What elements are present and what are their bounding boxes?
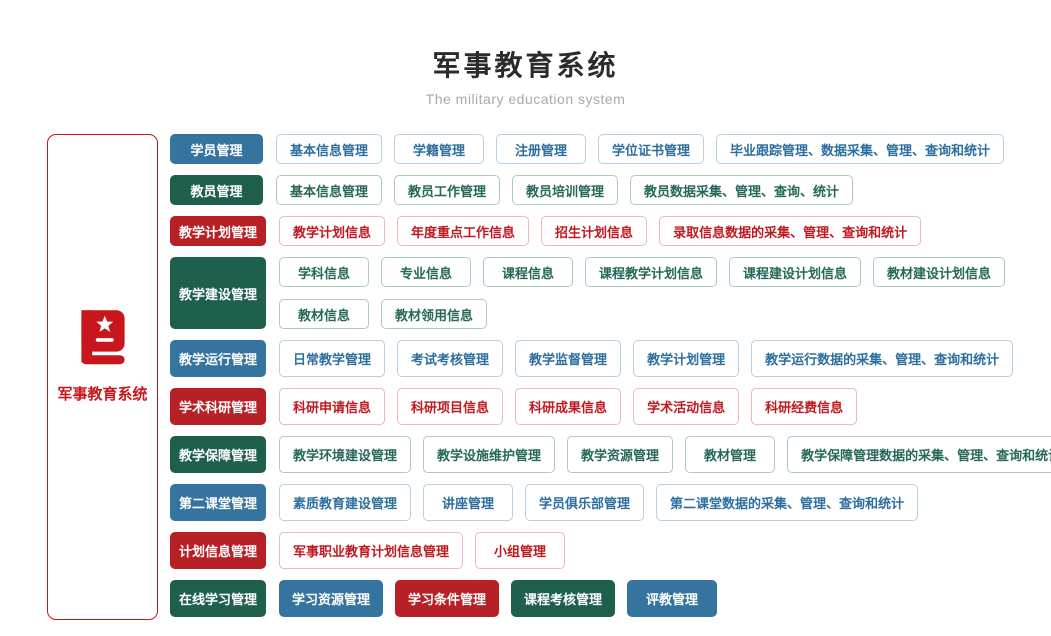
- category-button[interactable]: 学员管理: [170, 134, 263, 164]
- item-button[interactable]: 学习条件管理: [395, 580, 500, 617]
- item-button[interactable]: 军事职业教育计划信息管理: [279, 532, 464, 569]
- category-button[interactable]: 第二课堂管理: [170, 484, 267, 521]
- system-row: 教学建设管理学科信息专业信息课程信息课程教学计划信息课程建设计划信息教材建设计划…: [170, 257, 1051, 329]
- category-button[interactable]: 教员管理: [170, 175, 263, 205]
- system-row: 在线学习管理学习资源管理学习条件管理课程考核管理评教管理: [170, 580, 1051, 617]
- item-button[interactable]: 小组管理: [475, 532, 566, 569]
- item-button[interactable]: 学科信息: [279, 257, 370, 287]
- item-button[interactable]: 科研经费信息: [751, 388, 858, 425]
- category-items: 学习资源管理学习条件管理课程考核管理评教管理: [279, 580, 718, 617]
- items-line: 基本信息管理教员工作管理教员培训管理教员数据采集、管理、查询、统计: [276, 175, 854, 205]
- item-button[interactable]: 学位证书管理: [598, 134, 705, 164]
- item-button[interactable]: 考试考核管理: [397, 340, 504, 377]
- item-button[interactable]: 学员俱乐部管理: [525, 484, 645, 521]
- category-button[interactable]: 计划信息管理: [170, 532, 267, 569]
- item-button[interactable]: 基本信息管理: [276, 134, 383, 164]
- item-button[interactable]: 基本信息管理: [276, 175, 383, 205]
- item-button[interactable]: 学术活动信息: [633, 388, 740, 425]
- system-row: 教学保障管理教学环境建设管理教学设施维护管理教学资源管理教材管理教学保障管理数据…: [170, 436, 1051, 473]
- items-line: 学习资源管理学习条件管理课程考核管理评教管理: [279, 580, 718, 617]
- item-button[interactable]: 专业信息: [381, 257, 472, 287]
- item-button[interactable]: 评教管理: [627, 580, 718, 617]
- item-button[interactable]: 课程教学计划信息: [585, 257, 718, 287]
- item-button[interactable]: 第二课堂数据的采集、管理、查询和统计: [656, 484, 919, 521]
- rows-container: 学员管理基本信息管理学籍管理注册管理学位证书管理毕业跟踪管理、数据采集、管理、查…: [170, 134, 1051, 617]
- item-button[interactable]: 教学监督管理: [515, 340, 622, 377]
- item-button[interactable]: 教员数据采集、管理、查询、统计: [630, 175, 854, 205]
- item-button[interactable]: 素质教育建设管理: [279, 484, 412, 521]
- page-subtitle: The military education system: [425, 91, 626, 107]
- category-button[interactable]: 教学保障管理: [170, 436, 267, 473]
- system-row: 学术科研管理科研申请信息科研项目信息科研成果信息学术活动信息科研经费信息: [170, 388, 1051, 425]
- category-items: 军事职业教育计划信息管理小组管理: [279, 532, 566, 569]
- item-button[interactable]: 教材建设计划信息: [873, 257, 1006, 287]
- system-row: 第二课堂管理素质教育建设管理讲座管理学员俱乐部管理第二课堂数据的采集、管理、查询…: [170, 484, 1051, 521]
- category-items: 学科信息专业信息课程信息课程教学计划信息课程建设计划信息教材建设计划信息教材信息…: [279, 257, 1006, 329]
- system-root-label: 军事教育系统: [57, 386, 148, 403]
- item-button[interactable]: 毕业跟踪管理、数据采集、管理、查询和统计: [716, 134, 1005, 164]
- category-button[interactable]: 教学计划管理: [170, 216, 267, 246]
- category-button[interactable]: 教学建设管理: [170, 257, 267, 329]
- system-row: 计划信息管理军事职业教育计划信息管理小组管理: [170, 532, 1051, 569]
- items-line: 科研申请信息科研项目信息科研成果信息学术活动信息科研经费信息: [279, 388, 858, 425]
- item-button[interactable]: 科研成果信息: [515, 388, 622, 425]
- item-button[interactable]: 教学计划信息: [279, 216, 386, 246]
- item-button[interactable]: 讲座管理: [423, 484, 514, 521]
- item-button[interactable]: 学习资源管理: [279, 580, 384, 617]
- category-items: 科研申请信息科研项目信息科研成果信息学术活动信息科研经费信息: [279, 388, 858, 425]
- system-row: 教员管理基本信息管理教员工作管理教员培训管理教员数据采集、管理、查询、统计: [170, 175, 1051, 205]
- category-items: 教学环境建设管理教学设施维护管理教学资源管理教材管理教学保障管理数据的采集、管理…: [279, 436, 1051, 473]
- category-button[interactable]: 学术科研管理: [170, 388, 267, 425]
- item-button[interactable]: 教员培训管理: [512, 175, 619, 205]
- system-row: 学员管理基本信息管理学籍管理注册管理学位证书管理毕业跟踪管理、数据采集、管理、查…: [170, 134, 1051, 164]
- item-button[interactable]: 课程考核管理: [511, 580, 616, 617]
- items-line: 教学计划信息年度重点工作信息招生计划信息录取信息数据的采集、管理、查询和统计: [279, 216, 922, 246]
- items-line: 教学环境建设管理教学设施维护管理教学资源管理教材管理教学保障管理数据的采集、管理…: [279, 436, 1051, 473]
- category-button[interactable]: 在线学习管理: [170, 580, 267, 617]
- item-button[interactable]: 教学计划管理: [633, 340, 740, 377]
- book-star-icon: [76, 310, 130, 373]
- item-button[interactable]: 教员工作管理: [394, 175, 501, 205]
- category-items: 教学计划信息年度重点工作信息招生计划信息录取信息数据的采集、管理、查询和统计: [279, 216, 922, 246]
- item-button[interactable]: 教材信息: [279, 299, 370, 329]
- item-button[interactable]: 教学资源管理: [567, 436, 674, 473]
- system-row: 教学计划管理教学计划信息年度重点工作信息招生计划信息录取信息数据的采集、管理、查…: [170, 216, 1051, 246]
- item-button[interactable]: 教学保障管理数据的采集、管理、查询和统计: [787, 436, 1051, 473]
- system-root-node: 军事教育系统: [47, 134, 158, 620]
- page-header: 军事教育系统 The military education system: [0, 0, 1051, 107]
- category-items: 基本信息管理教员工作管理教员培训管理教员数据采集、管理、查询、统计: [276, 175, 854, 205]
- item-button[interactable]: 日常教学管理: [279, 340, 386, 377]
- item-button[interactable]: 科研申请信息: [279, 388, 386, 425]
- category-items: 素质教育建设管理讲座管理学员俱乐部管理第二课堂数据的采集、管理、查询和统计: [279, 484, 919, 521]
- page-title: 军事教育系统: [432, 50, 619, 81]
- item-button[interactable]: 教学设施维护管理: [423, 436, 556, 473]
- category-button[interactable]: 教学运行管理: [170, 340, 267, 377]
- item-button[interactable]: 注册管理: [496, 134, 587, 164]
- diagram-main: 军事教育系统 学员管理基本信息管理学籍管理注册管理学位证书管理毕业跟踪管理、数据…: [47, 134, 1051, 620]
- system-row: 教学运行管理日常教学管理考试考核管理教学监督管理教学计划管理教学运行数据的采集、…: [170, 340, 1051, 377]
- category-items: 基本信息管理学籍管理注册管理学位证书管理毕业跟踪管理、数据采集、管理、查询和统计: [276, 134, 1005, 164]
- items-line: 军事职业教育计划信息管理小组管理: [279, 532, 566, 569]
- items-line: 学科信息专业信息课程信息课程教学计划信息课程建设计划信息教材建设计划信息: [279, 257, 1006, 287]
- item-button[interactable]: 招生计划信息: [541, 216, 648, 246]
- item-button[interactable]: 教学运行数据的采集、管理、查询和统计: [751, 340, 1014, 377]
- item-button[interactable]: 科研项目信息: [397, 388, 504, 425]
- items-line: 基本信息管理学籍管理注册管理学位证书管理毕业跟踪管理、数据采集、管理、查询和统计: [276, 134, 1005, 164]
- item-button[interactable]: 年度重点工作信息: [397, 216, 530, 246]
- item-button[interactable]: 课程建设计划信息: [729, 257, 862, 287]
- item-button[interactable]: 教学环境建设管理: [279, 436, 412, 473]
- item-button[interactable]: 教材领用信息: [381, 299, 488, 329]
- items-line: 教材信息教材领用信息: [279, 299, 1005, 329]
- item-button[interactable]: 教材管理: [685, 436, 776, 473]
- category-items: 日常教学管理考试考核管理教学监督管理教学计划管理教学运行数据的采集、管理、查询和…: [279, 340, 1014, 377]
- item-button[interactable]: 课程信息: [483, 257, 574, 287]
- items-line: 日常教学管理考试考核管理教学监督管理教学计划管理教学运行数据的采集、管理、查询和…: [279, 340, 1014, 377]
- items-line: 素质教育建设管理讲座管理学员俱乐部管理第二课堂数据的采集、管理、查询和统计: [279, 484, 919, 521]
- item-button[interactable]: 学籍管理: [394, 134, 485, 164]
- item-button[interactable]: 录取信息数据的采集、管理、查询和统计: [659, 216, 922, 246]
